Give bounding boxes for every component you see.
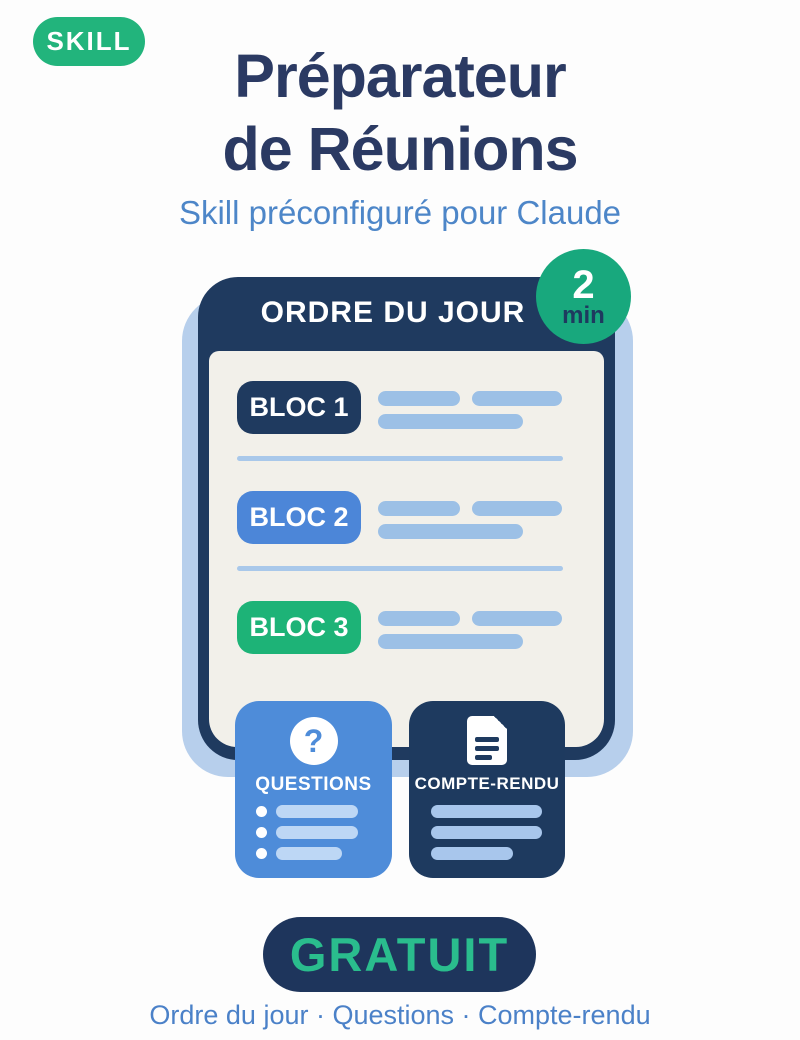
- row-divider: [237, 566, 563, 571]
- text-bar: [431, 826, 542, 839]
- skeleton-line: [472, 391, 562, 406]
- document-icon-line: [475, 737, 499, 742]
- page-title: Préparateur de Réunions: [0, 40, 800, 186]
- bloc-2-pill: BLOC 2: [237, 491, 361, 544]
- compte-rendu-label: COMPTE-RENDU: [414, 774, 560, 793]
- title-line-1: Préparateur: [234, 42, 566, 110]
- bloc-1-pill: BLOC 1: [237, 381, 361, 434]
- bullet-dot: [256, 827, 267, 838]
- duration-value: 2: [572, 262, 595, 307]
- page-subtitle: Skill préconfiguré pour Claude: [178, 194, 622, 231]
- skeleton-line: [472, 501, 562, 516]
- document-icon: [467, 716, 507, 765]
- bullet-item: [256, 826, 358, 839]
- skeleton-line: [378, 501, 460, 516]
- skeleton-line: [378, 611, 460, 626]
- agenda-header: ORDRE DU JOUR: [260, 296, 526, 329]
- document-icon-line: [475, 755, 492, 760]
- text-bar: [431, 805, 542, 818]
- row-divider: [237, 456, 563, 461]
- bullet-bar: [276, 826, 358, 839]
- question-icon: ?: [289, 717, 338, 765]
- document-icon-line: [475, 746, 499, 751]
- skeleton-line: [378, 391, 460, 406]
- footer-tagline: Ordre du jour · Questions · Compte-rendu: [149, 1000, 651, 1030]
- bullet-item: [256, 805, 358, 818]
- text-bar: [431, 847, 513, 860]
- bullet-bar: [276, 805, 358, 818]
- bullet-dot: [256, 806, 267, 817]
- title-line-2: de Réunions: [222, 115, 578, 183]
- duration-badge: 2 min: [536, 249, 631, 344]
- skill-badge: SKILL: [33, 17, 145, 66]
- bullet-bar: [276, 847, 342, 860]
- bloc-3-pill: BLOC 3: [237, 601, 361, 654]
- questions-card[interactable]: ? QUESTIONS: [235, 701, 392, 878]
- skeleton-line: [378, 414, 523, 429]
- questions-label: QUESTIONS: [255, 774, 372, 795]
- duration-unit: min: [562, 301, 605, 329]
- skeleton-line: [472, 611, 562, 626]
- skeleton-line: [378, 524, 523, 539]
- bullet-item: [256, 847, 342, 860]
- bullet-dot: [256, 848, 267, 859]
- compte-rendu-card[interactable]: COMPTE-RENDU: [409, 701, 565, 878]
- gratuit-button[interactable]: GRATUIT: [263, 917, 536, 992]
- skeleton-line: [378, 634, 523, 649]
